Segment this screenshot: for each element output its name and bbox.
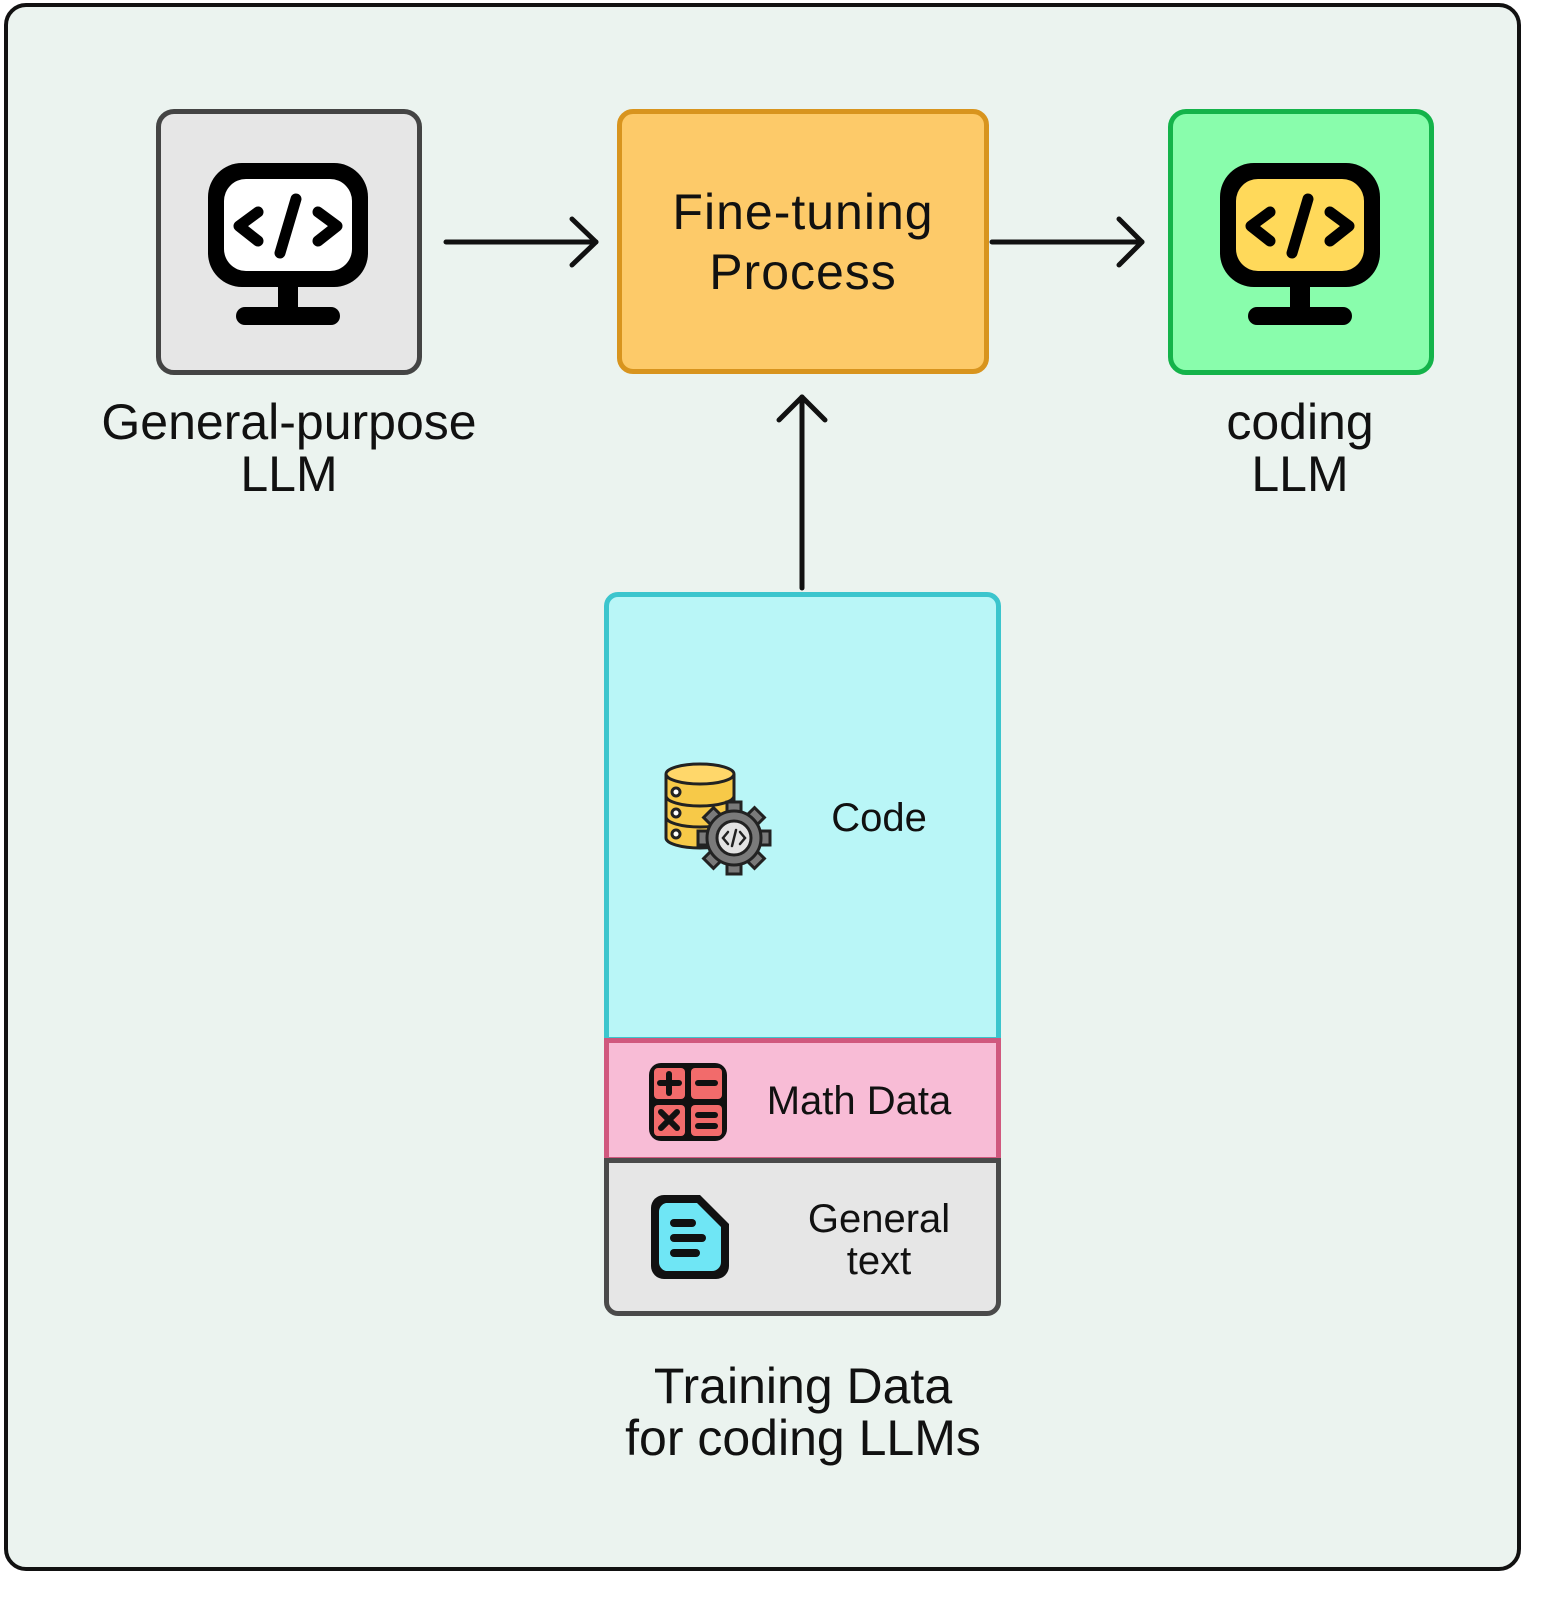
code-monitor-icon bbox=[1220, 163, 1380, 325]
code-database-gear-icon bbox=[664, 762, 772, 876]
training-data-caption-line1: Training Data bbox=[653, 1358, 953, 1414]
coding-llm-label: coding LLM bbox=[1100, 396, 1500, 500]
training-data-caption: Training Data for coding LLMs bbox=[560, 1360, 1046, 1464]
process-title-line2: Process bbox=[709, 243, 897, 300]
calculator-icon bbox=[649, 1063, 727, 1141]
general-text-label-line2: text bbox=[846, 1239, 912, 1283]
arrow-data-to-process bbox=[776, 394, 828, 591]
general-purpose-llm-label: General-purpose LLM bbox=[60, 396, 518, 500]
general-text-segment-label: General text bbox=[784, 1198, 974, 1282]
general-text-label-line1: General bbox=[807, 1197, 951, 1241]
fine-tuning-process-box: Fine-tuning Process bbox=[617, 109, 989, 374]
coding-llm-label-line1: coding bbox=[1226, 394, 1374, 450]
process-title-line1: Fine-tuning bbox=[672, 183, 934, 240]
code-segment-label: Code bbox=[831, 796, 927, 840]
general-purpose-llm-label-line1: General-purpose bbox=[101, 394, 477, 450]
arrow-process-to-coding bbox=[989, 216, 1145, 268]
document-icon bbox=[651, 1195, 729, 1279]
general-purpose-llm-label-line2: LLM bbox=[240, 446, 338, 502]
math-data-segment-label: Math Data bbox=[766, 1079, 952, 1123]
training-data-stack: Code Math Data General text bbox=[604, 592, 1001, 1316]
code-monitor-icon bbox=[208, 163, 368, 325]
training-data-caption-line2: for coding LLMs bbox=[625, 1410, 981, 1466]
coding-llm-label-line2: LLM bbox=[1251, 446, 1349, 502]
arrow-general-to-process bbox=[443, 216, 599, 268]
